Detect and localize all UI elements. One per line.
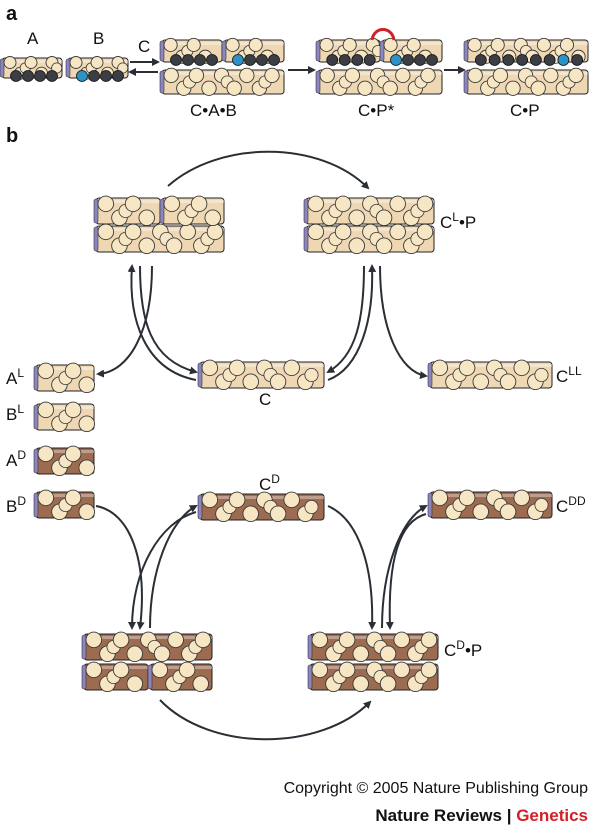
- label-BD: BD: [6, 494, 26, 516]
- journal-credit: Nature Reviews | Genetics: [375, 806, 588, 826]
- label-BL: BL: [6, 402, 24, 424]
- arrow-to-CLL: [379, 265, 428, 380]
- arrow-to-template-right: [326, 265, 365, 373]
- label-CD: CD: [259, 472, 280, 494]
- template-CD: [197, 491, 325, 523]
- product-strand: [303, 195, 435, 227]
- label-CLL: CLL: [556, 364, 582, 386]
- arrow-product-to-CDD: [381, 505, 428, 629]
- product-P: [463, 37, 589, 66]
- template-C-3: [463, 67, 589, 96]
- label-CP: C•P: [510, 101, 540, 120]
- intermediate-B: [379, 37, 443, 66]
- ternary-B: [159, 195, 225, 227]
- template-C: [197, 359, 325, 391]
- ternary-dark-top: [81, 631, 213, 663]
- template-C-2: [315, 67, 443, 96]
- label-CDD: CDD: [556, 494, 586, 516]
- intermediate-A: [315, 37, 385, 66]
- label-C-enter: C: [138, 37, 150, 56]
- panel-b-light-cycle: [33, 150, 553, 433]
- covalent-bond: [370, 28, 396, 41]
- oligo-BD: [33, 489, 95, 521]
- label-AL: AL: [6, 366, 24, 388]
- panel-a: [0, 28, 589, 96]
- panel-label-a: a: [6, 3, 18, 25]
- oligo-AD: [33, 445, 95, 477]
- copyright-notice: Copyright © 2005 Nature Publishing Group: [283, 780, 588, 797]
- arrow-to-template-left: [139, 265, 198, 375]
- arrow-from-template-left: [127, 264, 197, 381]
- journal-section: Genetics: [516, 806, 588, 825]
- label-CAB: C•A•B: [190, 101, 237, 120]
- product-template: [303, 223, 435, 255]
- label-A: A: [27, 29, 39, 48]
- ternary-dark-A: [81, 661, 149, 693]
- arrow-from-template-right: [327, 264, 377, 381]
- oligo-AL: [33, 362, 95, 394]
- arrow-CD-to-ternary: [128, 511, 197, 630]
- arrow-CDD-to-product: [385, 513, 427, 630]
- journal-name: Nature Reviews: [375, 806, 502, 825]
- credit-separator: |: [501, 806, 517, 825]
- label-CPstar: C•P*: [358, 101, 395, 120]
- label-CDP: CD•P: [444, 638, 482, 660]
- oligo-B: [65, 56, 129, 82]
- arrow-release-AL: [96, 265, 153, 378]
- oligo-BL: [33, 401, 95, 433]
- label-AD: AD: [6, 448, 26, 470]
- ternary-dark-B: [147, 661, 213, 693]
- ternary-A: [93, 195, 161, 227]
- arrow-ligation-top: [167, 150, 370, 190]
- bound-B: [221, 37, 285, 66]
- template-C-1: [159, 67, 285, 96]
- panel-b-dark-cycle: [33, 445, 553, 741]
- label-B: B: [93, 29, 104, 48]
- duplex-CLL: [427, 359, 553, 391]
- arrow-ternary-to-CD: [149, 505, 198, 629]
- oligo-A: [0, 56, 63, 82]
- product-dark-strand: [307, 661, 439, 693]
- product-dark-top: [307, 631, 439, 663]
- panel-label-b: b: [6, 125, 18, 147]
- arrow-ligation-bottom: [159, 699, 372, 741]
- label-C-template: C: [259, 390, 271, 409]
- label-CLP: CL•P: [440, 210, 476, 232]
- arrow-BD-to-ternary: [95, 505, 145, 630]
- arrow-CD-to-product: [327, 505, 377, 630]
- bound-A: [159, 37, 223, 66]
- ternary-template: [93, 223, 225, 255]
- duplex-CDD: [427, 489, 553, 521]
